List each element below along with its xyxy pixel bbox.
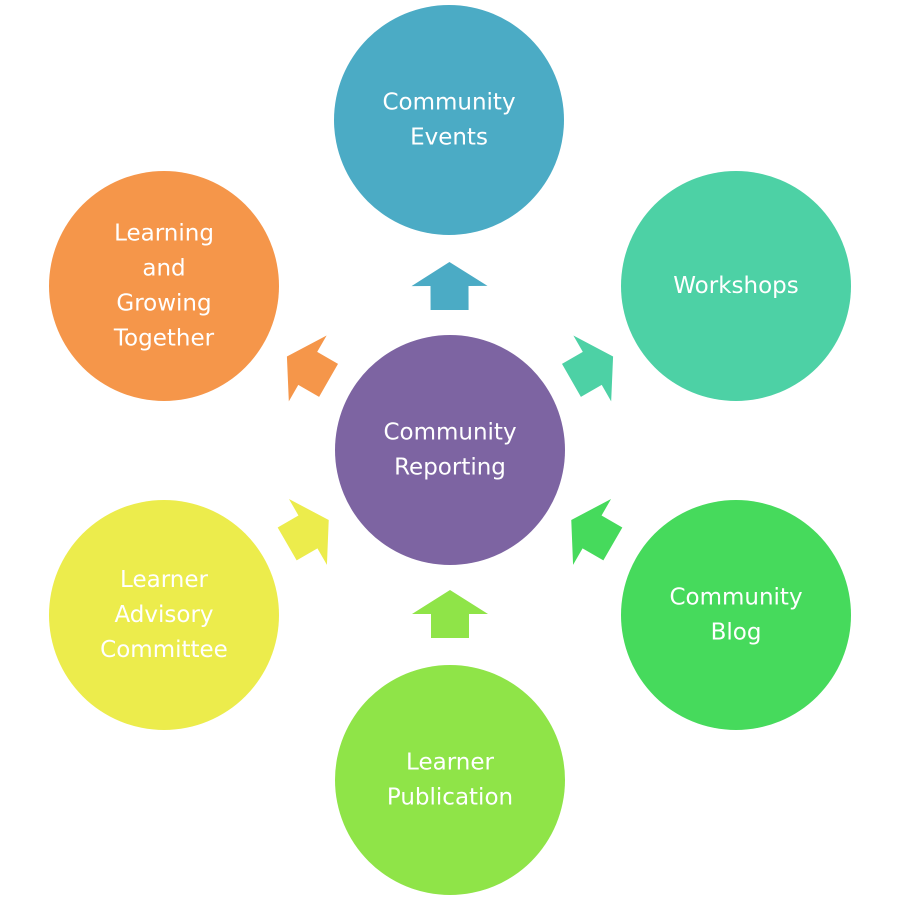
node-learner-publication-circle — [335, 665, 565, 895]
node-learner-advisory-committee-label-line: Learner — [120, 567, 208, 593]
node-workshops-circle — [621, 171, 851, 401]
node-learner-advisory-committee-label-line: Committee — [100, 637, 228, 663]
arrow-community-events — [411, 262, 488, 311]
node-community-events-label-line: Events — [410, 125, 488, 151]
node-workshops-label-line: Workshops — [673, 273, 798, 299]
center-node-community-reporting-label-line: Community — [383, 420, 516, 446]
arrow-learner-publication — [412, 590, 488, 638]
node-learner-advisory-committee-circle — [49, 500, 279, 730]
node-learning-and-growing-together-label-line: Learning — [114, 221, 214, 247]
center-node-community-reporting-label-line: Reporting — [394, 455, 506, 481]
node-community-events-label-line: Community — [382, 90, 515, 116]
node-learning-and-growing-together-label-line: and — [142, 256, 185, 282]
node-learning-and-growing-together-label-line: Growing — [116, 291, 211, 317]
arrows-group — [277, 262, 623, 638]
arrow-workshops — [561, 335, 614, 402]
center-node-community-reporting-circle — [335, 335, 565, 565]
node-workshops: Workshops — [621, 171, 851, 401]
node-learner-publication-label-line: Learner — [406, 750, 494, 776]
node-learner-advisory-committee-label-line: Advisory — [114, 602, 213, 628]
arrow-learning-and-growing-together — [286, 335, 339, 402]
arrow-learner-advisory-committee — [277, 499, 329, 565]
node-learning-and-growing-together-circle — [49, 171, 279, 401]
circles-group: CommunityEventsWorkshopsCommunityBlogLea… — [49, 5, 851, 895]
node-community-blog-label-line: Community — [669, 585, 802, 611]
node-community-blog-circle — [621, 500, 851, 730]
node-learning-and-growing-together-label-line: Together — [113, 326, 215, 352]
arrow-community-blog — [571, 499, 623, 565]
node-community-blog-label-line: Blog — [711, 620, 762, 646]
node-community-events-circle — [334, 5, 564, 235]
node-learner-publication-label-line: Publication — [387, 785, 513, 811]
